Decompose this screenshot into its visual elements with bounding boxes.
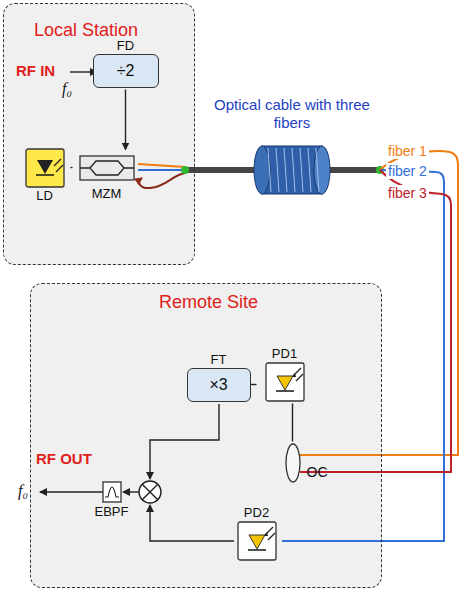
- drawing-part: [292, 148, 295, 192]
- block-box: ×3: [187, 368, 251, 402]
- drawing-part: [265, 527, 273, 535]
- drawing-part: [268, 148, 319, 192]
- signal-label: RF OUT: [36, 450, 92, 467]
- block-name: FD: [93, 38, 159, 54]
- fiber-label: fiber 3: [386, 185, 429, 201]
- drawing-part: [264, 532, 268, 536]
- signal-label: RF IN: [16, 62, 55, 79]
- component-label: EBPF: [89, 504, 135, 520]
- region-heading: Remote Site: [159, 292, 381, 313]
- component-symbol: PD1: [257, 346, 313, 404]
- fiber-2-remote: [282, 170, 444, 541]
- component-symbol: LD: [17, 148, 73, 210]
- drawing-part: [262, 146, 322, 194]
- fiber-2-local: [138, 169, 185, 171]
- connector: [292, 404, 293, 442]
- connector: [71, 167, 73, 168]
- drawing-part: [26, 149, 64, 187]
- signal-label: f₀: [62, 80, 72, 98]
- drawing-part: [292, 373, 296, 377]
- connector: [251, 384, 257, 385]
- drawing-part: [254, 146, 270, 194]
- ft-to-mixer: [150, 404, 219, 479]
- station-ground: [3, 3, 195, 265]
- drawing-part: [314, 146, 330, 194]
- component-label: OC: [307, 464, 328, 480]
- drawing-part: [142, 484, 158, 500]
- drawing-part: [300, 148, 303, 192]
- component-label: PD1: [257, 346, 313, 362]
- block-name: FT: [187, 352, 251, 368]
- component-symbol: OC: [283, 442, 333, 484]
- block-function: ×3: [209, 376, 227, 393]
- component-symbol: EBPF: [89, 480, 135, 524]
- rf-out-arrow: [40, 491, 103, 492]
- drawing-part: [276, 148, 279, 192]
- drawing-part: [308, 148, 311, 192]
- fiber-3-local: [139, 173, 185, 188]
- signal-label: f₀: [18, 482, 28, 500]
- function-box: FT ×3: [187, 352, 251, 404]
- pd-symbol: [265, 362, 305, 402]
- mixer-to-filter: [123, 491, 139, 492]
- drawing-part: [268, 533, 275, 540]
- mzm-symbol: [76, 150, 138, 186]
- drawing-part: [56, 165, 63, 172]
- function-box: FD ÷2: [93, 38, 159, 90]
- connector-dot: [181, 166, 189, 174]
- drawing-part: [103, 482, 121, 502]
- region-heading: Local Station: [34, 20, 194, 41]
- drawing-part: [248, 549, 266, 551]
- dashed-region: Remote SiteFT ×3 PD1PD2 EBPF OC: [30, 283, 382, 588]
- drawing-part: [105, 487, 119, 497]
- drawing-part: [54, 159, 61, 166]
- drawing-part: [276, 390, 294, 392]
- mixer: [139, 481, 161, 503]
- drawing-part: [36, 174, 54, 176]
- fiber-1-remote: [300, 151, 458, 455]
- fiber-label: fiber 1: [386, 143, 429, 159]
- drawing-part: [286, 444, 300, 482]
- drawing-part: [142, 484, 158, 500]
- component-label: LD: [17, 188, 73, 204]
- drawing-part: [316, 148, 319, 192]
- site-ground: [30, 283, 382, 588]
- connector: [125, 90, 126, 150]
- drawing-part: [266, 363, 304, 401]
- component-symbol: PD2: [229, 505, 285, 563]
- fiber-1-local: [138, 164, 185, 167]
- fiber-label: fiber 2: [386, 163, 429, 179]
- cable-spool: [254, 146, 330, 194]
- ld-symbol: [25, 148, 65, 188]
- pd-symbol: [237, 521, 277, 561]
- coupler-symbol: [283, 442, 303, 484]
- block-function: ÷2: [117, 62, 135, 79]
- cable-caption: Optical cable with three fibers: [212, 96, 372, 132]
- drawing-part: [80, 156, 134, 180]
- drawing-part: [80, 161, 134, 175]
- drawing-part: [268, 148, 271, 192]
- drawing-part: [296, 374, 303, 381]
- drawing-part: [238, 522, 276, 560]
- dashed-region: Local StationFD ÷2LDMZM: [3, 3, 195, 265]
- block-box: ÷2: [93, 54, 159, 88]
- drawing-part: [277, 376, 293, 390]
- component-label: MZM: [71, 186, 143, 202]
- drawing-part: [37, 160, 53, 174]
- bpf-symbol: [94, 480, 130, 504]
- pd2-to-mixer: [150, 505, 234, 541]
- drawing-part: [284, 148, 287, 192]
- drawing-part: [293, 368, 301, 376]
- component-label: PD2: [229, 505, 285, 521]
- component-symbol: MZM: [71, 150, 143, 208]
- drawing-part: [139, 481, 161, 503]
- drawing-part: [249, 535, 265, 549]
- fiber-3-remote: [300, 170, 451, 472]
